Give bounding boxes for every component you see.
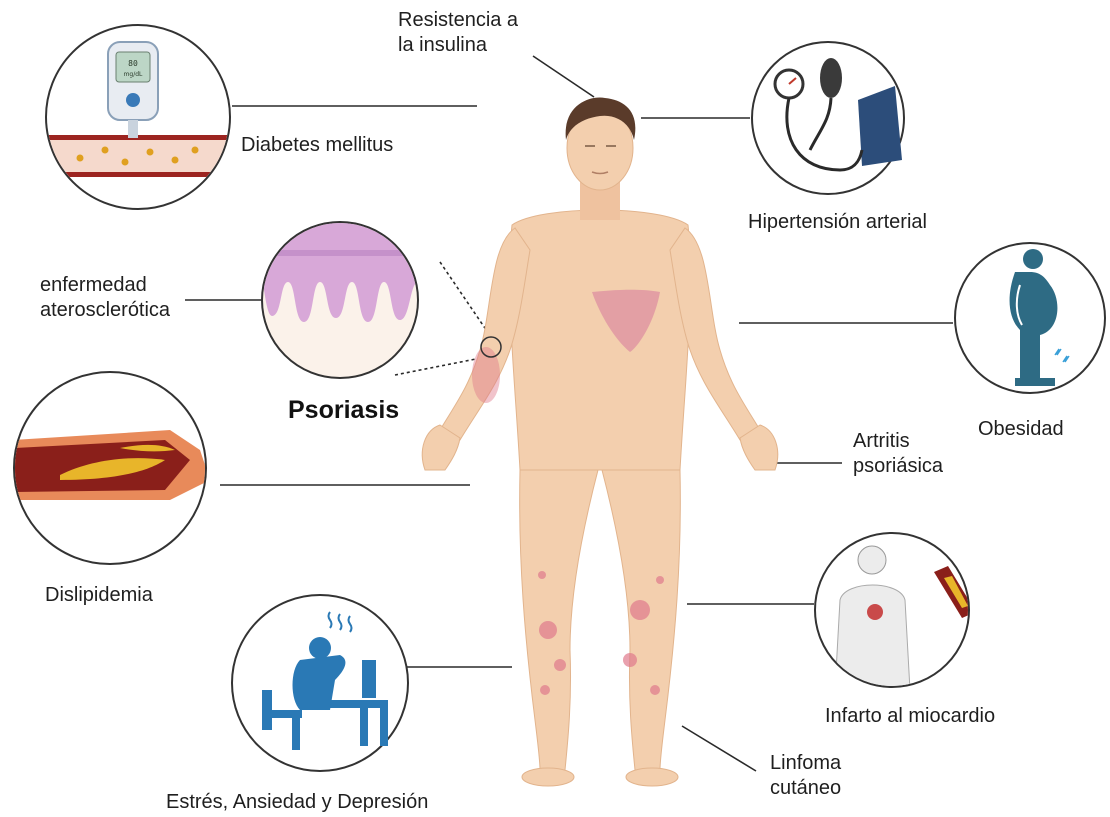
hypertension-circle — [752, 42, 904, 194]
label-stress: Estrés, Ansiedad y Depresión — [166, 790, 428, 815]
label-myocardial-infarction: Infarto al miocardio — [825, 704, 995, 729]
stressed-person-head — [309, 637, 331, 659]
label-atherosclerotic-line2: aterosclerótica — [40, 298, 170, 323]
histology-circle — [262, 222, 418, 378]
dyslipidemia-circle — [14, 372, 210, 564]
torso — [510, 210, 691, 470]
label-atherosclerotic: enfermedad aterosclerótica — [40, 273, 170, 323]
stress-circle — [232, 595, 408, 771]
desk — [320, 700, 388, 708]
line-insulin — [533, 56, 594, 97]
inflation-bulb — [820, 58, 842, 98]
label-psoriatic-arthritis: Artritis psoriásica — [853, 429, 943, 479]
glucometer-unit: mg/dL — [124, 71, 143, 78]
label-hypertension: Hipertensión arterial — [748, 210, 927, 235]
left-leg — [520, 470, 598, 770]
label-insulin-resistance-line2: la insulina — [398, 33, 518, 58]
label-atherosclerotic-line1: enfermedad — [40, 273, 170, 298]
right-leg — [602, 470, 680, 770]
left-foot — [522, 768, 574, 786]
glucometer-reading: 80 — [128, 59, 138, 68]
label-cutaneous-lymphoma-line2: cutáneo — [770, 776, 841, 801]
label-psoriatic-arthritis-line1: Artritis — [853, 429, 943, 454]
label-insulin-resistance-line1: Resistencia a — [398, 8, 518, 33]
label-psoriatic-arthritis-line2: psoriásica — [853, 454, 943, 479]
label-diabetes: Diabetes mellitus — [241, 133, 393, 158]
human-figure — [422, 97, 777, 786]
label-cutaneous-lymphoma-line1: Linfoma — [770, 751, 841, 776]
line-lymphoma — [682, 726, 756, 771]
label-insulin-resistance: Resistencia a la insulina — [398, 8, 518, 58]
zoom-line-top — [440, 262, 491, 337]
bp-cuff — [858, 86, 902, 166]
right-foot — [626, 768, 678, 786]
psoriasis-title: Psoriasis — [288, 396, 399, 425]
infarction-circle — [815, 533, 976, 690]
diabetes-circle: 80 mg/dL — [46, 25, 230, 209]
label-dyslipidemia: Dislipidemia — [45, 583, 153, 608]
bathroom-scale — [1015, 378, 1055, 386]
computer — [362, 660, 376, 698]
label-cutaneous-lymphoma: Linfoma cutáneo — [770, 751, 841, 801]
label-obesity: Obesidad — [978, 417, 1064, 442]
obesity-circle — [955, 243, 1105, 393]
